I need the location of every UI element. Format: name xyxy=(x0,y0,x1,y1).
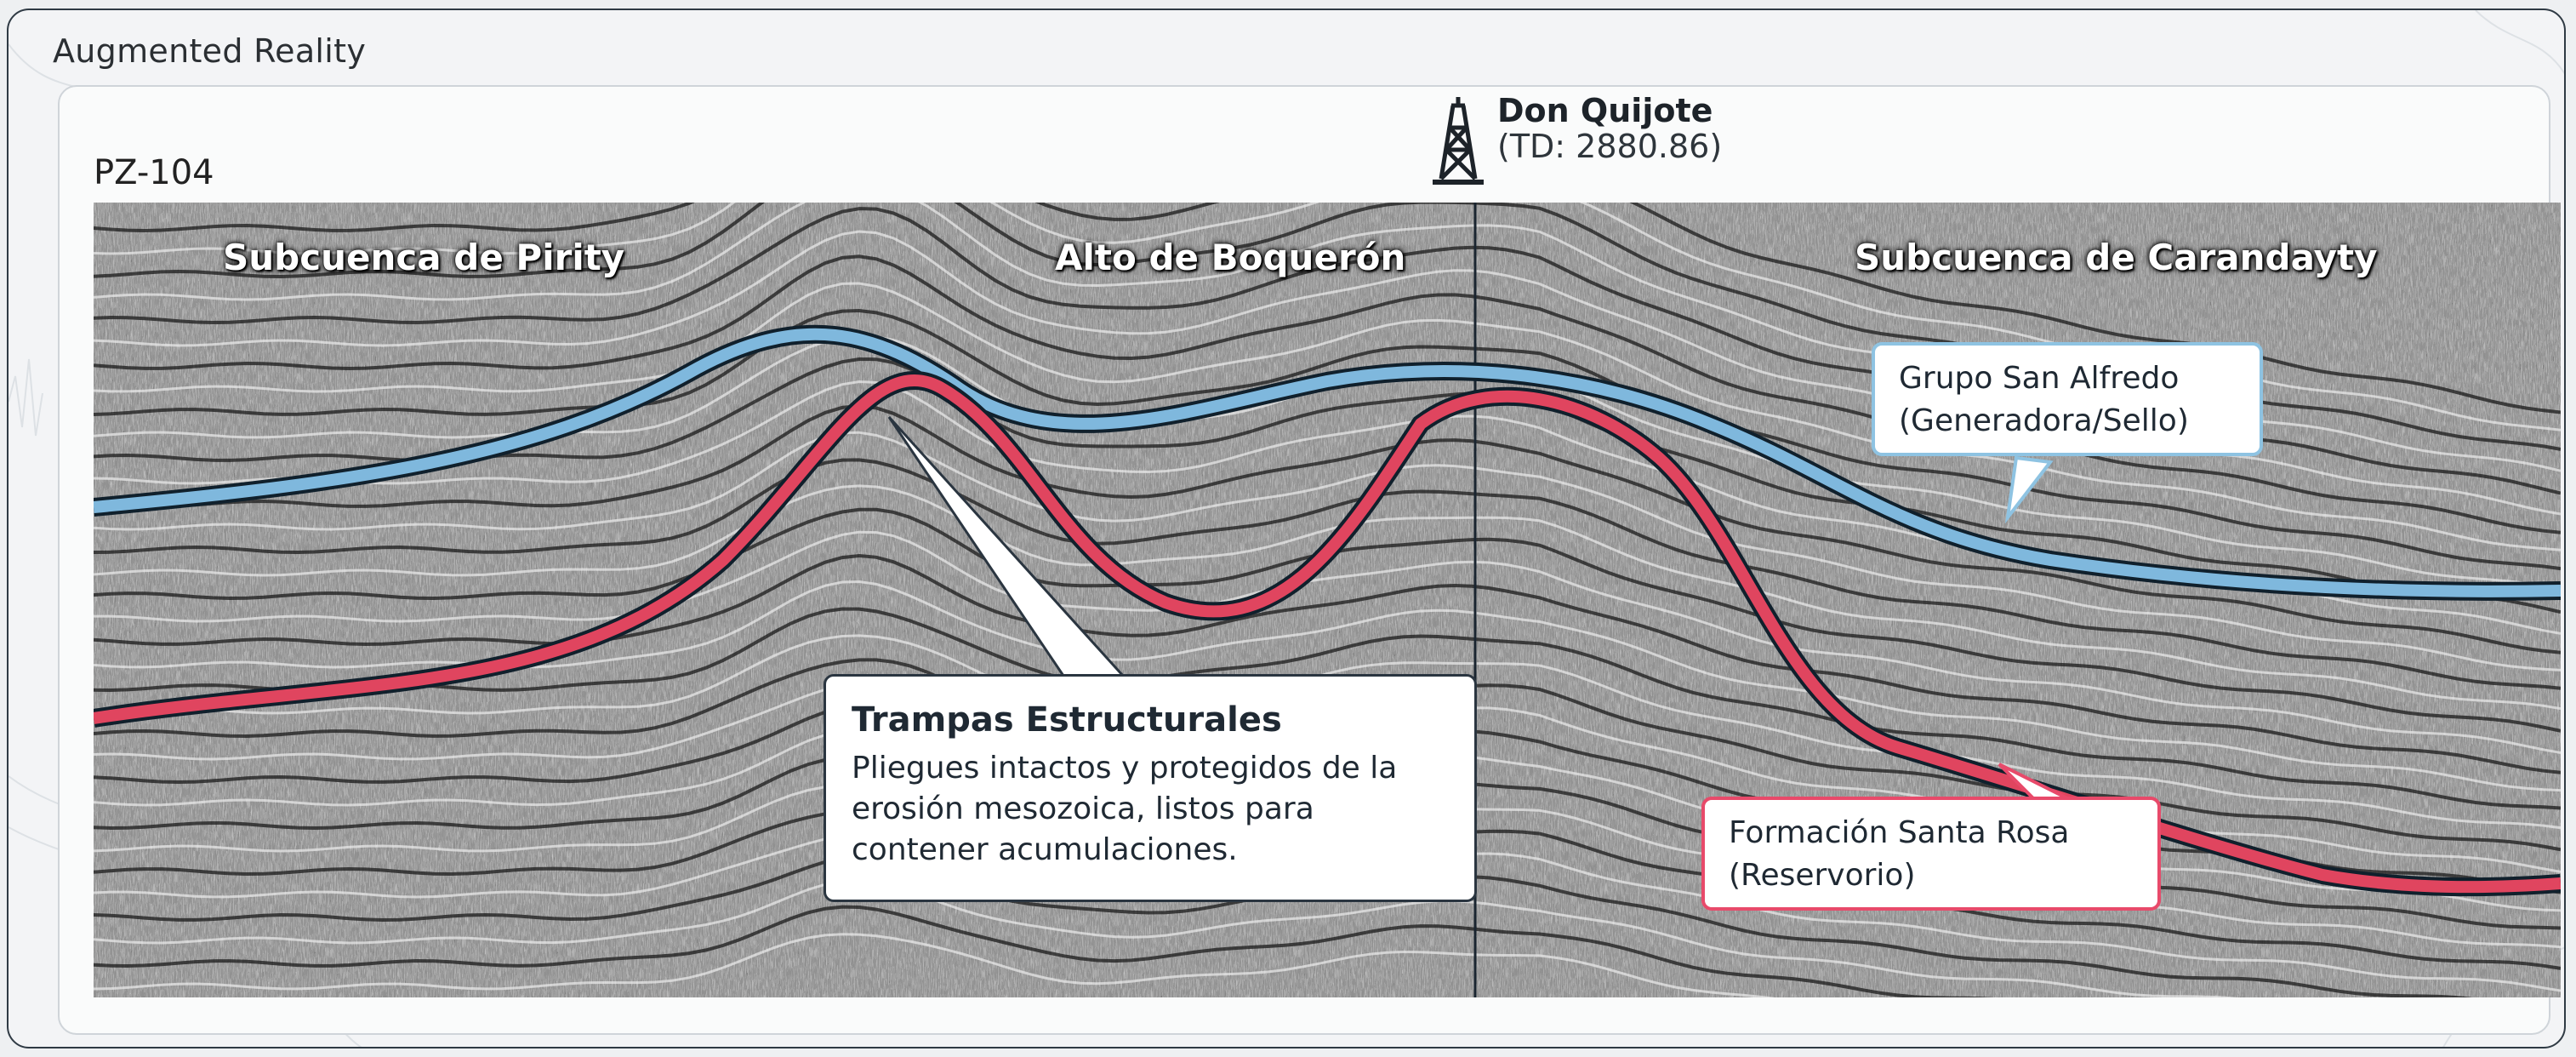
window-title: Augmented Reality xyxy=(53,32,367,70)
callout-san-alfredo: Grupo San Alfredo (Generadora/Sello) xyxy=(1872,342,2263,456)
horizon-san-alfredo-fill xyxy=(94,328,2561,597)
well-name: Don Quijote xyxy=(1497,92,1713,129)
callout-santa-rosa: Formación Santa Rosa (Reservorio) xyxy=(1701,797,2161,911)
seismic-reflector-line xyxy=(94,484,2561,711)
profile-label: PZ-104 xyxy=(94,153,214,192)
derrick-icon xyxy=(1433,97,1484,185)
callout-traps-title: Trampas Estructurales xyxy=(852,700,1282,740)
seismic-reflector-line xyxy=(94,254,2561,534)
seismic-reflector-line xyxy=(94,607,2561,810)
seismic-reflector-line xyxy=(94,458,2561,690)
seismic-reflector-line xyxy=(94,553,2561,774)
seismic-reflector-line xyxy=(94,878,2238,997)
seismic-reflector-line xyxy=(94,933,1775,997)
callout-traps-body: Pliegues intactos y protegidos de la ero… xyxy=(852,751,1398,867)
well-total-depth: (TD: 2880.86) xyxy=(1497,128,1723,165)
seismic-reflector-line xyxy=(94,203,2561,414)
seismic-reflector-line xyxy=(94,357,2561,614)
region-label-carandayty: Subcuenca de Carandayty xyxy=(1855,237,2378,278)
seismic-reflector-line xyxy=(94,905,1995,997)
seismic-reflector-line xyxy=(94,308,2561,571)
seismic-reflector-line xyxy=(94,431,2561,671)
seismic-reflector-line xyxy=(94,403,2561,654)
seismic-reflector-line xyxy=(94,282,2561,551)
callout-structural-traps: Trampas Estructurales Pliegues intactos … xyxy=(824,674,1477,902)
region-label-boqueron: Alto de Boquerón xyxy=(1055,237,1406,278)
seismic-reflector-line xyxy=(94,634,2561,830)
san-alfredo-callout-pointer xyxy=(2004,455,2054,524)
seismic-reflector-line xyxy=(94,530,2561,754)
region-label-pirity: Subcuenca de Pirity xyxy=(223,237,625,278)
